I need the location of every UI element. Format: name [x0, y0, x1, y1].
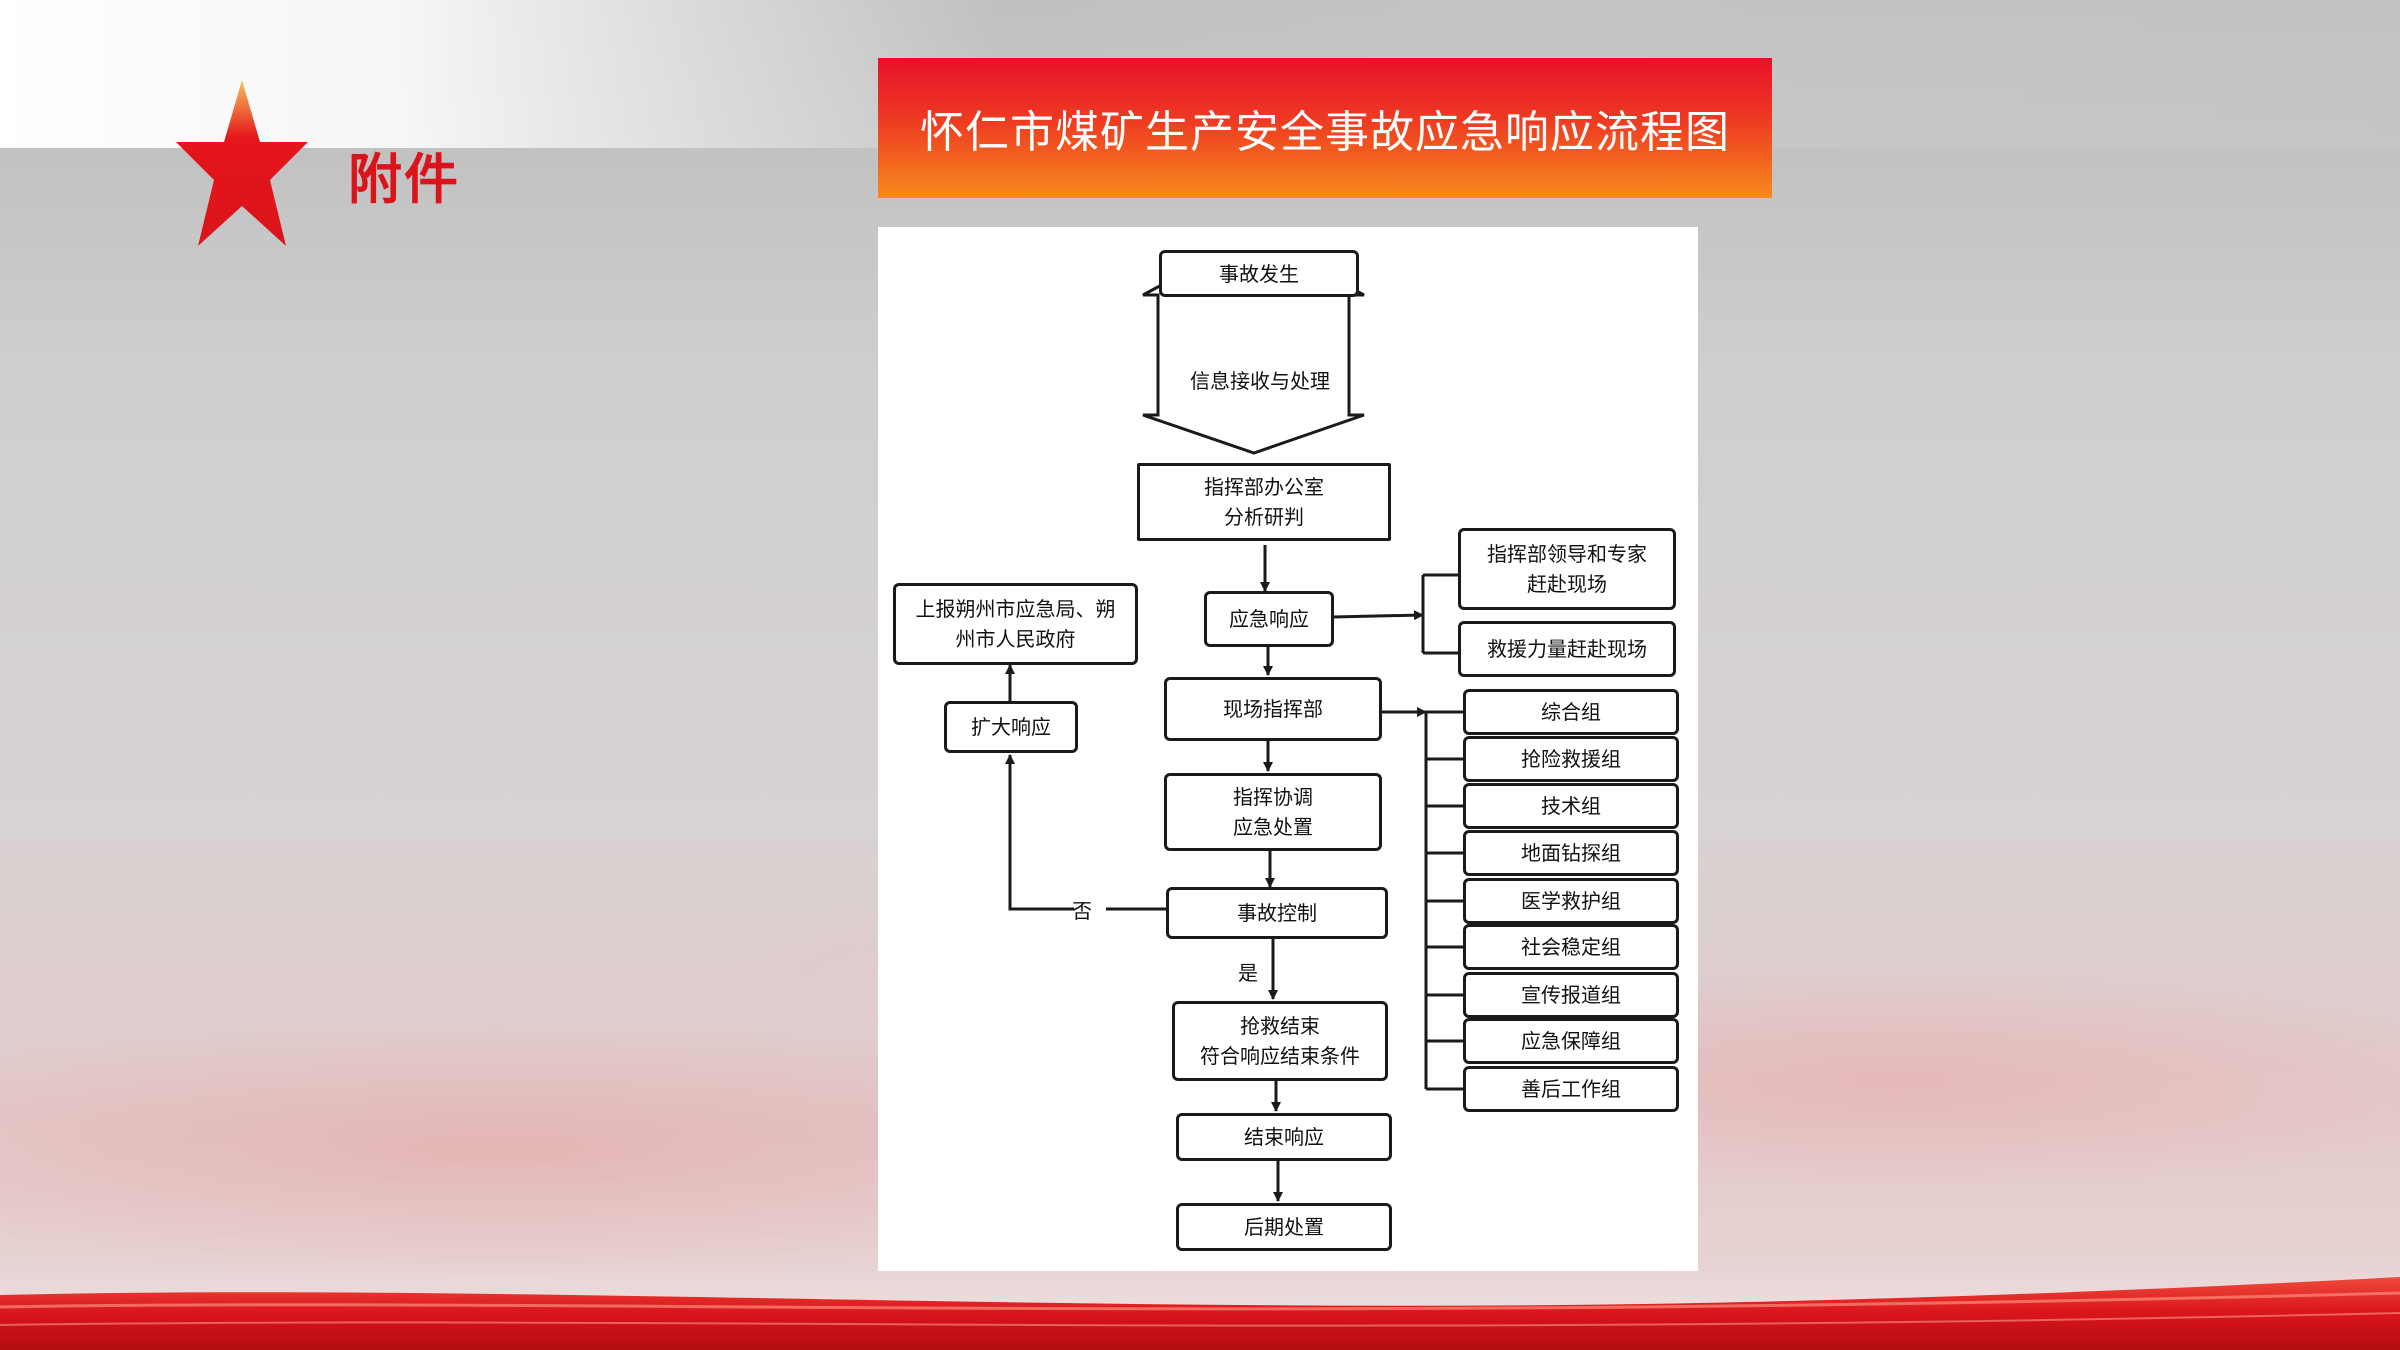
group-label: 技术组	[1541, 794, 1601, 818]
info-label: 信息接收与处理	[1190, 369, 1330, 393]
group-box: 综合组	[1463, 689, 1679, 735]
analysis-box: 指挥部办公室 分析研判	[1137, 463, 1391, 541]
group-box: 社会稳定组	[1463, 924, 1679, 970]
coordinate-line-1: 指挥协调	[1233, 785, 1313, 809]
group-label: 地面钻探组	[1521, 841, 1621, 865]
group-box: 抢险救援组	[1463, 736, 1679, 782]
group-box: 技术组	[1463, 783, 1679, 829]
no-label: 否	[1072, 899, 1092, 923]
group-box: 地面钻探组	[1463, 830, 1679, 876]
field-hq-box: 现场指挥部	[1164, 677, 1382, 741]
aftermath-label: 后期处置	[1244, 1215, 1324, 1239]
analysis-line-2: 分析研判	[1224, 505, 1304, 529]
leaders-box: 指挥部领导和专家 赶赴现场	[1458, 528, 1676, 610]
rescue-force-label: 救援力量赶赴现场	[1487, 637, 1647, 661]
coordinate-box: 指挥协调 应急处置	[1164, 773, 1382, 851]
top-highlight	[0, 0, 1000, 148]
rescue-end-line-1: 抢救结束	[1240, 1014, 1320, 1038]
attachment-tag: 附件	[348, 147, 460, 211]
coordinate-line-2: 应急处置	[1233, 815, 1313, 839]
aftermath-box: 后期处置	[1176, 1203, 1392, 1251]
group-label: 综合组	[1541, 700, 1601, 724]
response-label: 应急响应	[1229, 607, 1309, 631]
flowchart-connectors	[1005, 273, 1463, 1202]
report-line-1: 上报朔州市应急局、朔	[915, 597, 1116, 621]
title-bar: 怀仁市煤矿生产安全事故应急响应流程图	[878, 58, 1772, 198]
control-label: 事故控制	[1237, 901, 1317, 925]
bottom-red-stripe	[0, 1277, 2400, 1350]
group-label: 抢险救援组	[1521, 747, 1621, 771]
group-label: 社会稳定组	[1521, 935, 1621, 959]
accident-label: 事故发生	[1219, 261, 1299, 286]
accident-box: 事故发生	[1159, 250, 1359, 297]
group-label: 宣传报道组	[1521, 983, 1621, 1007]
slide-title: 怀仁市煤矿生产安全事故应急响应流程图	[920, 107, 1730, 158]
leaders-line-1: 指挥部领导和专家	[1487, 542, 1647, 566]
group-box: 医学救护组	[1463, 878, 1679, 924]
group-box: 善后工作组	[1463, 1066, 1679, 1112]
flowchart-panel: 事故发生 信息接收与处理 指挥部办公室 分析研判 应急响应 指挥部领导和专家 赶…	[878, 227, 1698, 1271]
field-hq-label: 现场指挥部	[1223, 697, 1323, 721]
group-label: 医学救护组	[1521, 889, 1621, 913]
leaders-line-2: 赶赴现场	[1527, 572, 1607, 596]
rescue-end-box: 抢救结束 符合响应结束条件	[1172, 1001, 1388, 1081]
rescue-force-box: 救援力量赶赴现场	[1458, 621, 1676, 677]
group-label: 善后工作组	[1521, 1077, 1621, 1101]
group-box: 宣传报道组	[1463, 972, 1679, 1018]
control-box: 事故控制	[1166, 887, 1388, 939]
expand-box: 扩大响应	[944, 701, 1078, 753]
rescue-end-line-2: 符合响应结束条件	[1200, 1044, 1360, 1068]
star-icon	[176, 80, 308, 246]
info-box: 信息接收与处理	[1160, 345, 1360, 417]
end-response-label: 结束响应	[1244, 1125, 1324, 1149]
report-line-2: 州市人民政府	[955, 627, 1076, 651]
end-response-box: 结束响应	[1176, 1113, 1392, 1161]
group-label: 应急保障组	[1521, 1029, 1621, 1053]
expand-label: 扩大响应	[971, 715, 1051, 739]
analysis-line-1: 指挥部办公室	[1204, 475, 1324, 499]
report-box: 上报朔州市应急局、朔 州市人民政府	[893, 583, 1138, 665]
group-box: 应急保障组	[1463, 1018, 1679, 1064]
response-box: 应急响应	[1204, 591, 1334, 647]
yes-label: 是	[1238, 961, 1258, 985]
